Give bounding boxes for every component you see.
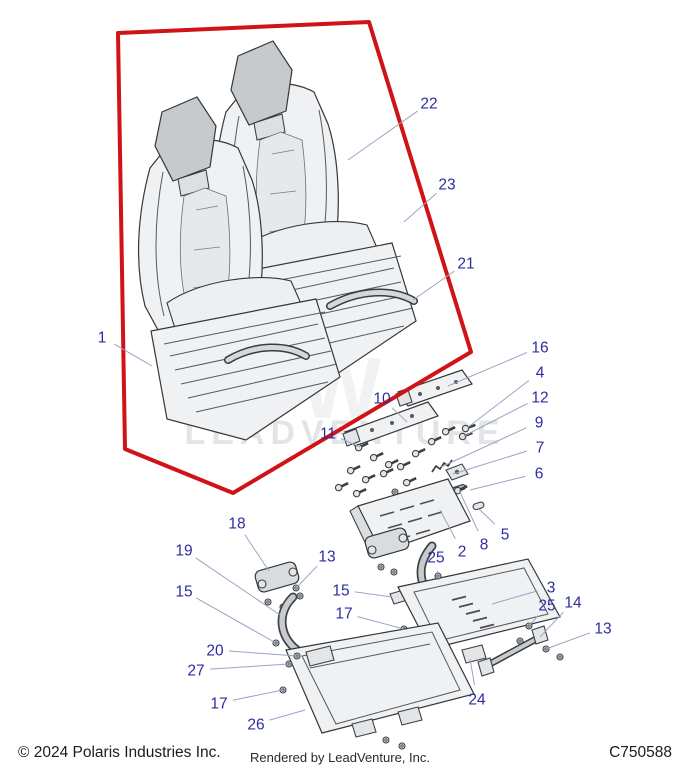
callout-label: 27 xyxy=(187,663,204,680)
recliner-block-left xyxy=(254,561,304,611)
callout-label: 8 xyxy=(480,537,489,554)
callout-leader-line xyxy=(469,658,476,686)
callout-leader-line xyxy=(195,597,277,644)
callout-label: 2 xyxy=(458,544,467,561)
callout-label: 3 xyxy=(547,580,556,597)
callout-label: 25 xyxy=(427,550,444,567)
callout-label: 11 xyxy=(320,426,336,443)
callout-leader-line xyxy=(354,591,393,598)
footer-copyright: © 2024 Polaris Industries Inc. xyxy=(18,744,221,761)
callout-label: 19 xyxy=(175,543,192,560)
callout-leader-line xyxy=(440,427,527,468)
recliner-block-right xyxy=(364,527,410,576)
callout-leader-line xyxy=(491,590,538,605)
callout-leader-line xyxy=(458,489,479,532)
footer-rendered-by: Rendered by LeadVenture, Inc. xyxy=(250,750,430,765)
fastener xyxy=(556,653,564,661)
callout-leader-line xyxy=(403,192,437,223)
callout-leader-line xyxy=(269,709,306,721)
callout-leader-line xyxy=(244,534,270,572)
seat-left-recline-handle xyxy=(224,343,310,364)
callout-leader-line xyxy=(452,450,527,475)
clevis-pin xyxy=(472,501,485,511)
fastener xyxy=(351,484,369,500)
callout-label: 20 xyxy=(206,643,224,660)
callout-leader-line xyxy=(228,650,298,657)
strap-left xyxy=(272,592,302,657)
callout-label: 23 xyxy=(438,177,455,194)
callout-leader-line xyxy=(232,689,284,701)
seat-assembly-outline xyxy=(116,20,473,495)
fastener xyxy=(382,736,390,744)
callout-label: 14 xyxy=(564,595,582,612)
fastener xyxy=(296,592,304,600)
callout-leader-line xyxy=(340,438,361,448)
callout-leader-line xyxy=(412,270,455,301)
fastener xyxy=(264,598,272,606)
callout-label: 6 xyxy=(535,466,544,483)
callout-leader-line xyxy=(347,110,418,161)
callout-label: 22 xyxy=(420,96,437,113)
callout-label: 13 xyxy=(318,549,335,566)
callout-leader-line xyxy=(439,509,456,539)
fastener xyxy=(390,568,398,576)
callout-leader-line xyxy=(295,565,318,589)
callout-leader-line xyxy=(469,475,526,491)
callout-label: 15 xyxy=(175,584,192,601)
callout-label: 9 xyxy=(535,415,544,432)
callout-leader-line xyxy=(391,407,408,423)
fastener xyxy=(377,563,385,571)
callout-leader-line xyxy=(113,343,153,367)
fastener xyxy=(360,470,378,486)
callout-leader-line xyxy=(528,615,539,627)
callout-leader-line xyxy=(539,611,564,638)
callout-leader-line xyxy=(463,402,528,437)
callout-label: 21 xyxy=(457,256,474,273)
callout-label: 1 xyxy=(98,330,107,347)
fastener xyxy=(345,461,363,477)
fastener xyxy=(333,478,351,494)
callout-label: 4 xyxy=(536,365,545,382)
fastener xyxy=(395,457,413,473)
callout-label: 17 xyxy=(335,606,352,623)
crossbar xyxy=(477,625,564,677)
callout-label: 18 xyxy=(228,516,245,533)
callout-leader-line xyxy=(195,557,281,616)
callout-label: 12 xyxy=(531,390,548,407)
callout-label: 16 xyxy=(531,340,548,357)
callout-label: 13 xyxy=(594,621,611,638)
fastener xyxy=(378,464,396,480)
callout-label: 17 xyxy=(210,696,227,713)
fastener xyxy=(398,742,406,750)
release-lever xyxy=(445,463,469,481)
callout-leader-line xyxy=(209,663,290,670)
callout-label: 25 xyxy=(538,598,555,615)
callout-label: 24 xyxy=(468,692,486,709)
fastener xyxy=(401,473,419,489)
callout-leader-line xyxy=(545,632,591,650)
callout-leader-line xyxy=(357,616,405,630)
callout-leader-line xyxy=(478,508,496,525)
callout-label: 7 xyxy=(536,440,545,457)
seat-right-recline-handle xyxy=(326,288,418,310)
callout-leader-line xyxy=(447,352,528,387)
callout-label: 5 xyxy=(501,527,510,544)
footer-part-code: C750588 xyxy=(609,744,672,761)
fastener xyxy=(368,448,386,464)
callout-label: 15 xyxy=(332,583,349,600)
seat-frame-left xyxy=(279,622,475,750)
callout-leader-line xyxy=(466,380,530,429)
callout-label: 26 xyxy=(247,717,264,734)
callout-label: 10 xyxy=(373,391,391,408)
